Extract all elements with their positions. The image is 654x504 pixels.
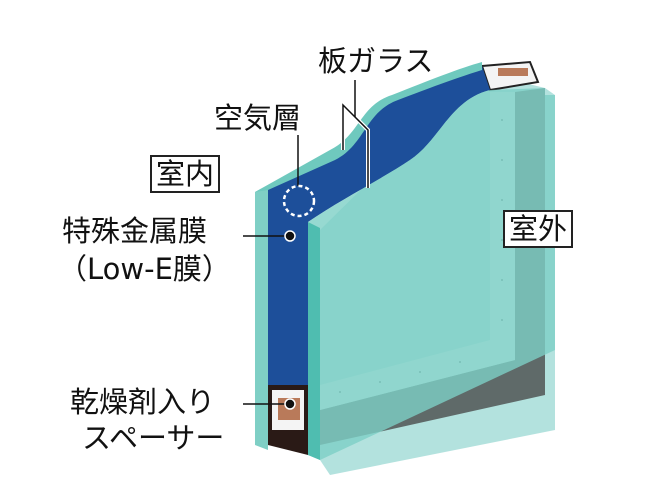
- spacer-label-line2: スペーサー: [82, 421, 225, 455]
- outdoor-label: 室外: [503, 210, 574, 248]
- inner-glass-edge: [255, 185, 268, 450]
- spacer-marker: [284, 398, 296, 410]
- low-e-marker: [284, 230, 296, 242]
- spacer-label-line1: 乾燥剤入り: [70, 385, 216, 419]
- low-e-label-line2: （Low-E膜）: [58, 252, 231, 286]
- front-glass-face: [308, 88, 555, 460]
- inner-glass-top-edge: [255, 62, 482, 192]
- plate-glass-label: 板ガラス: [318, 44, 434, 78]
- air-layer-marker: [282, 184, 316, 218]
- air-layer-label: 空気層: [214, 101, 302, 135]
- low-e-label-line1: 特殊金属膜: [62, 214, 208, 248]
- low-e-coating: [268, 66, 490, 385]
- indoor-label: 室内: [150, 155, 221, 193]
